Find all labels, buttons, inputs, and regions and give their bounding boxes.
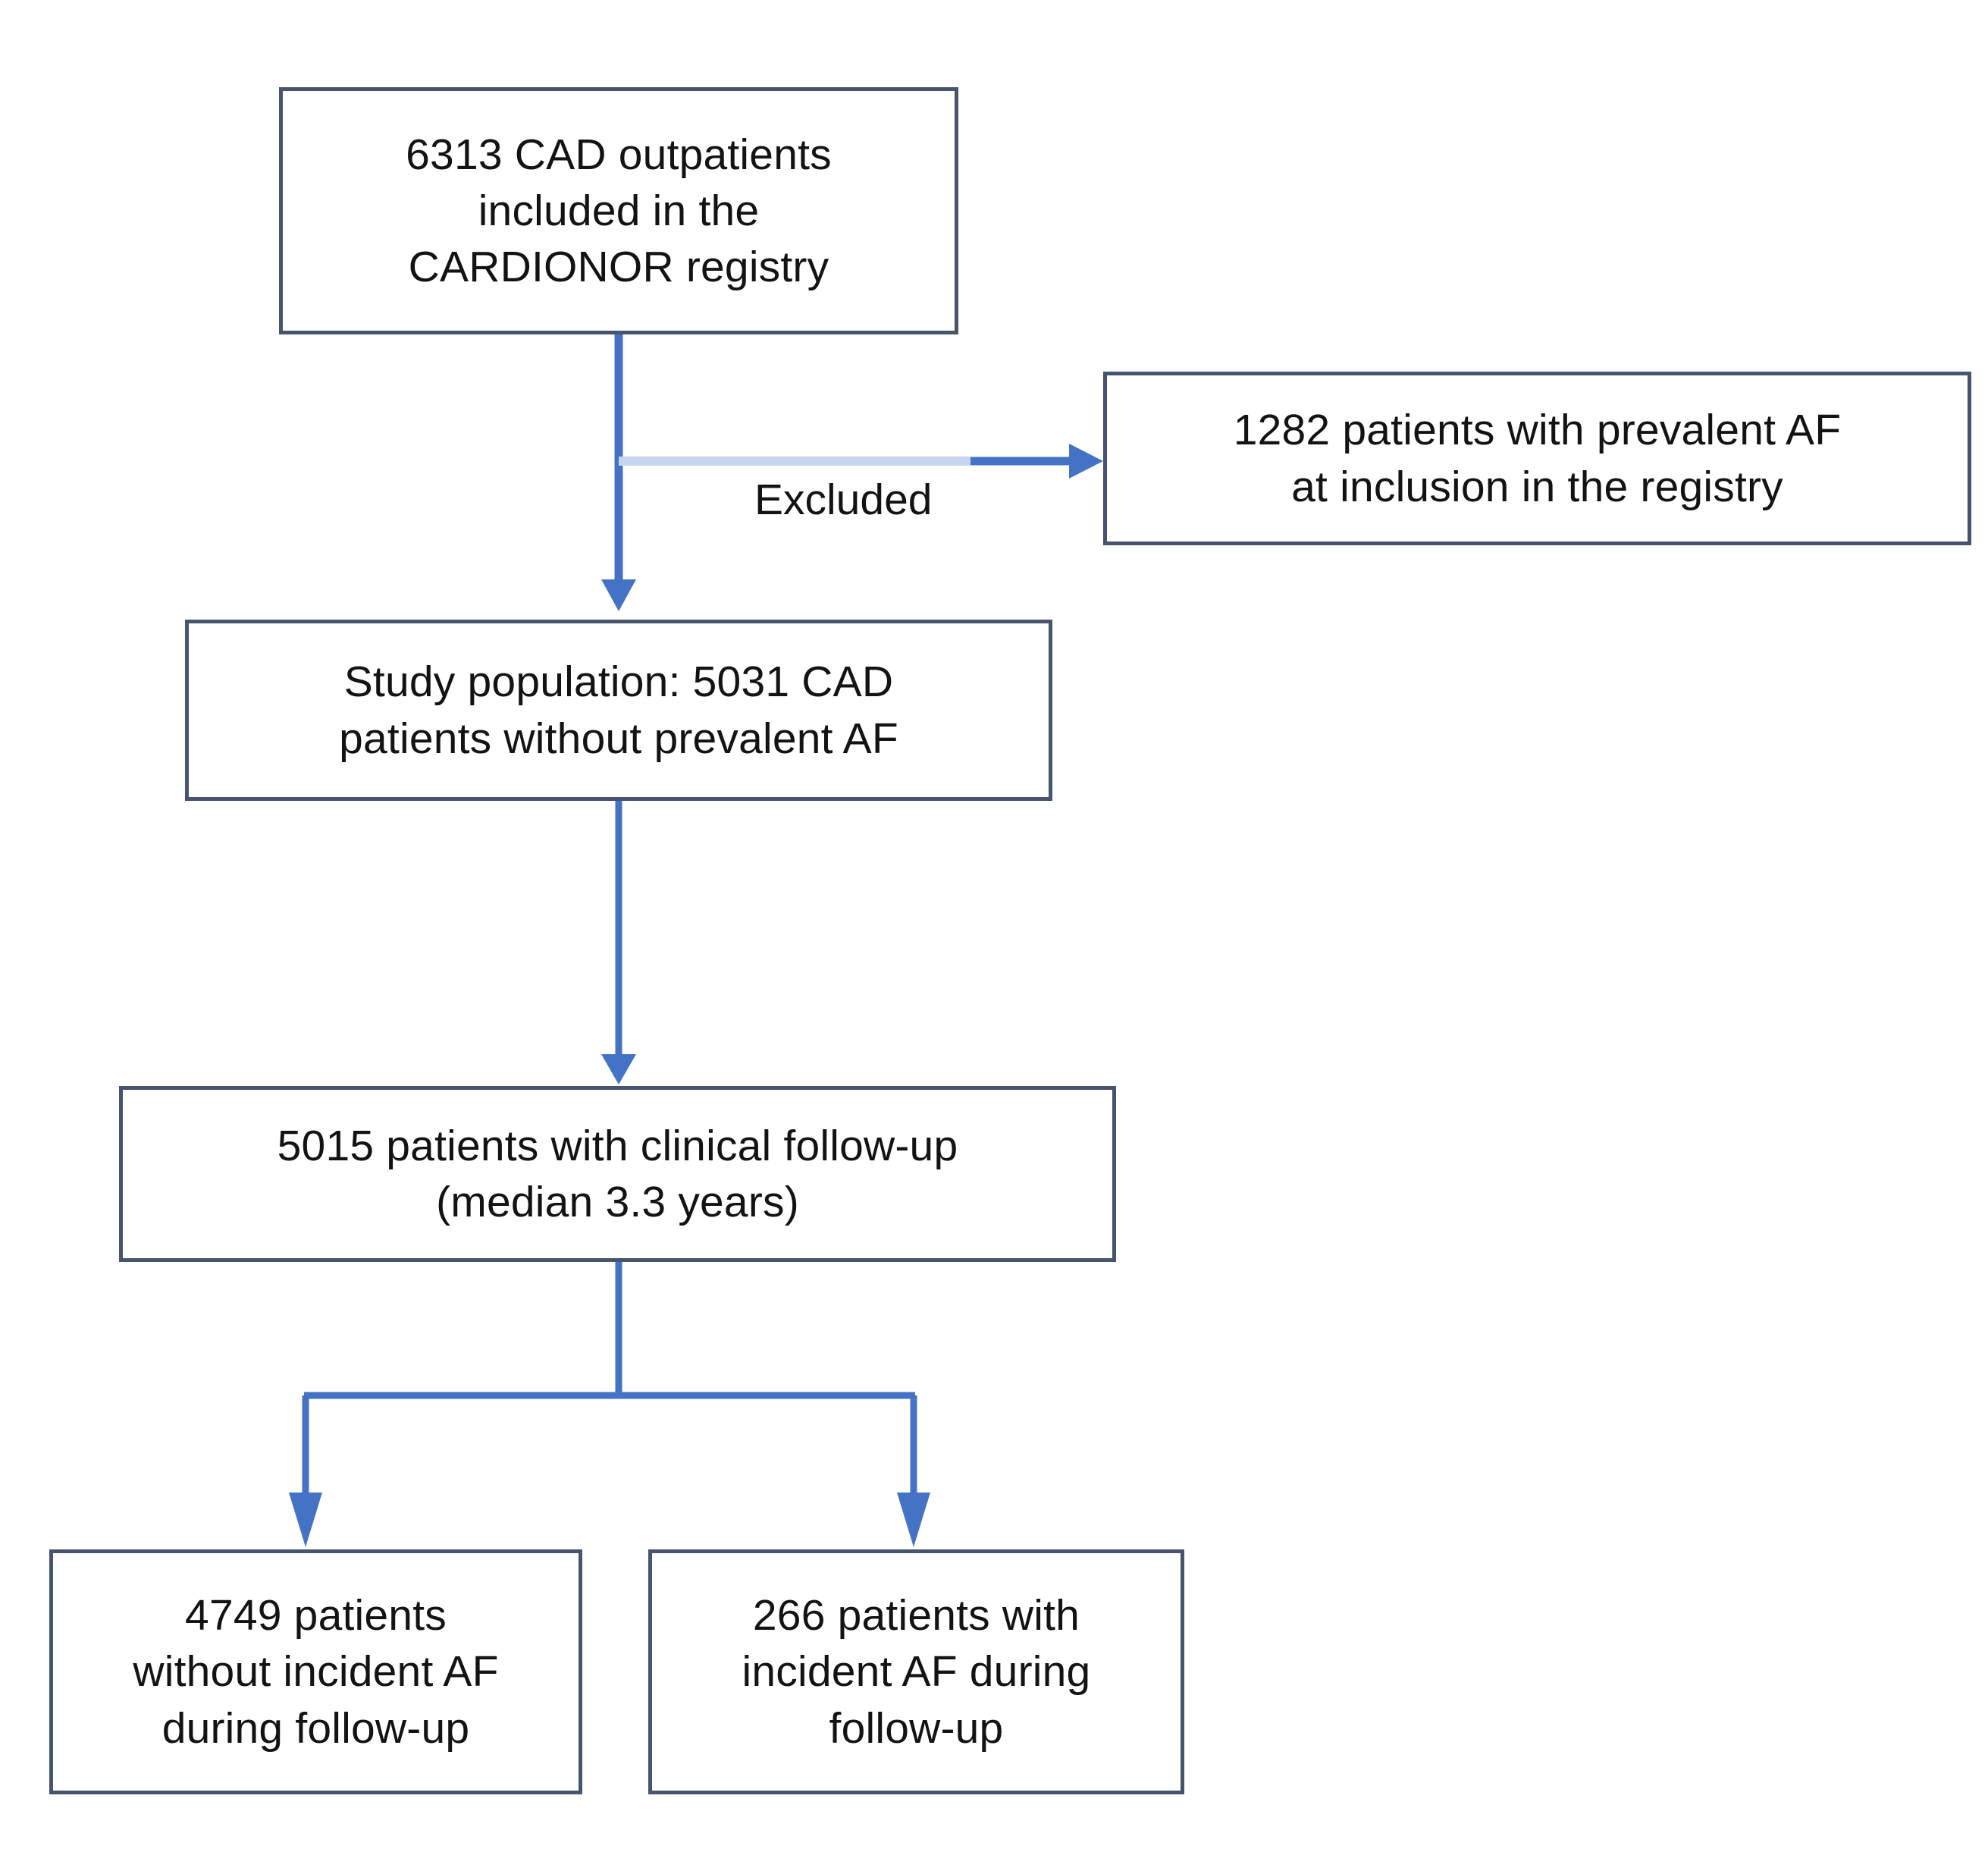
node-source-population: 6313 CAD outpatients included in the CAR…	[279, 87, 958, 334]
connector-study-population-to-followup	[601, 801, 636, 1085]
node-excluded-prevalent-af: 1282 patients with prevalent AF at inclu…	[1103, 372, 1971, 545]
arrowhead-down-study-population	[601, 579, 636, 611]
arrowhead-down-incident-af	[897, 1493, 930, 1547]
connector-source-to-study-population	[601, 334, 636, 611]
arrowhead-down-no-incident-af	[289, 1493, 322, 1547]
edge-label-excluded: Excluded	[754, 476, 933, 524]
node-with-incident-af: 266 patients with incident AF during fol…	[648, 1549, 1184, 1794]
node-clinical-followup: 5015 patients with clinical follow-up (m…	[119, 1086, 1116, 1262]
node-study-population: Study population: 5031 CAD patients with…	[185, 620, 1052, 801]
connector-followup-split	[289, 1262, 930, 1547]
node-without-incident-af: 4749 patients without incident AF during…	[49, 1549, 582, 1794]
arrowhead-down-followup	[601, 1054, 636, 1085]
arrowhead-right-excluded-af	[1069, 444, 1103, 479]
